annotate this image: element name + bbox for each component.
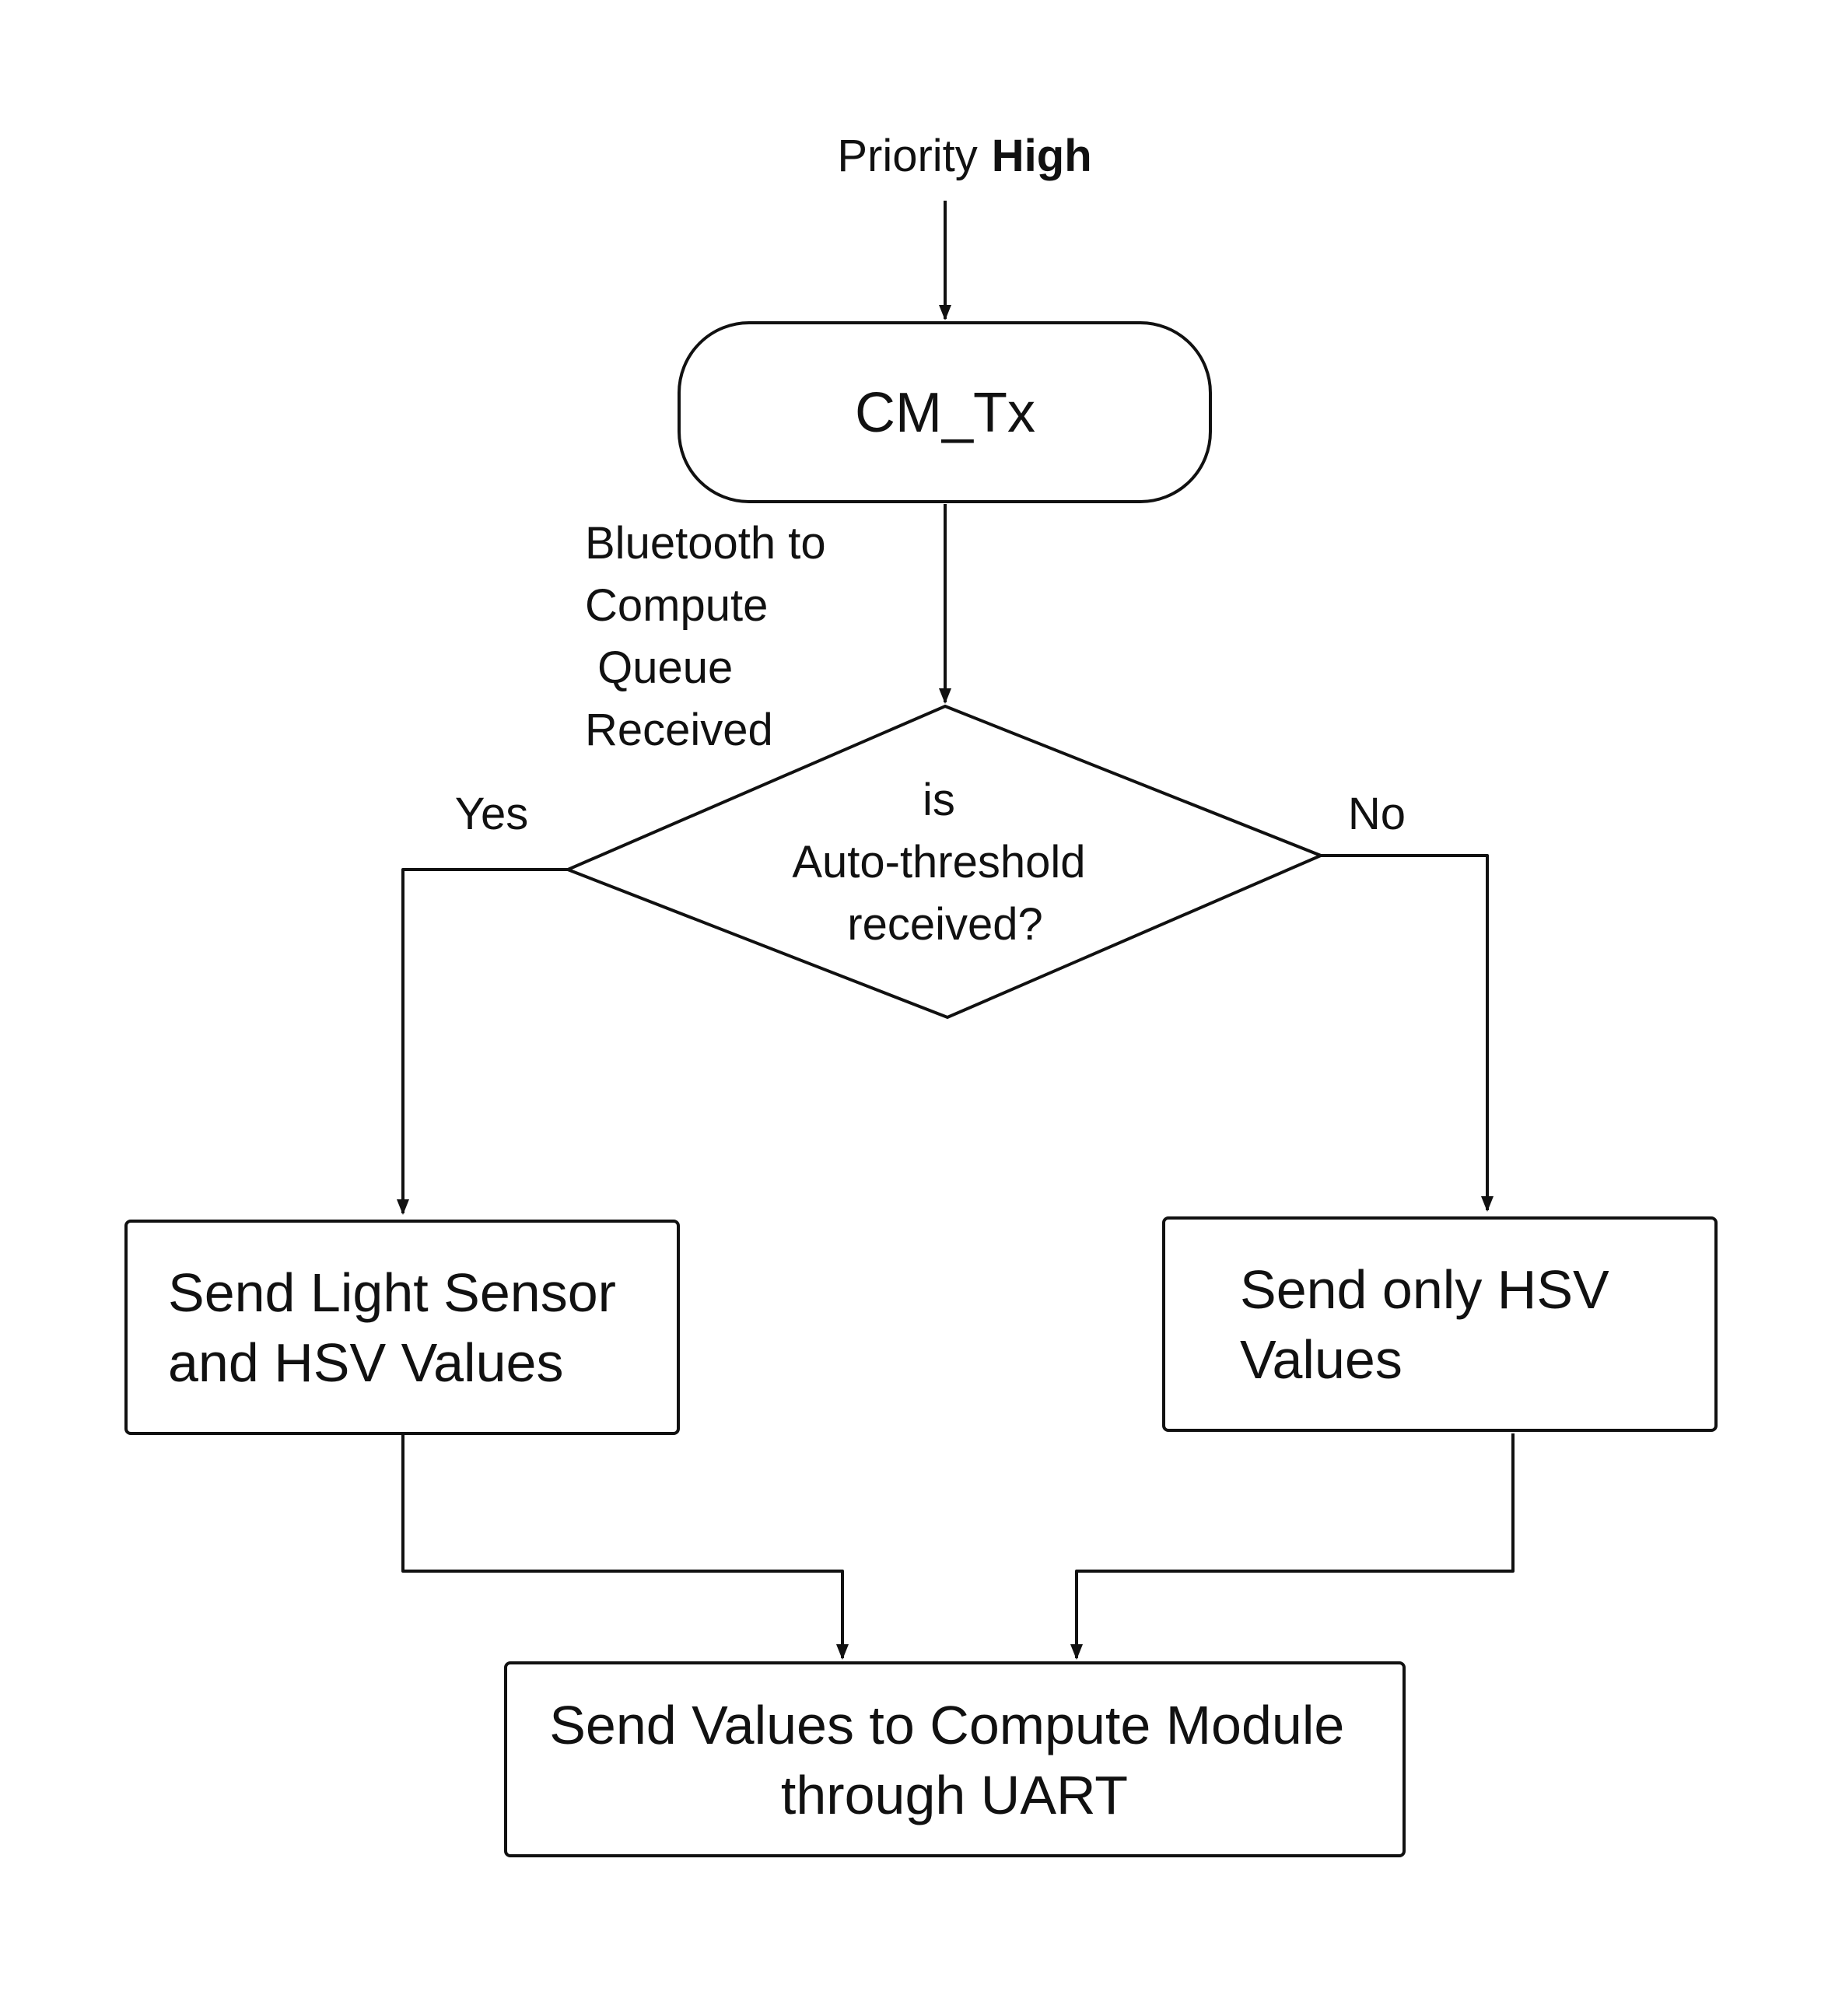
no-action-line: Values (1240, 1329, 1403, 1390)
end-node-label: Send Values to Compute Module through UA… (549, 1695, 1360, 1825)
end-node (504, 1661, 1406, 1857)
start-to-decision-label: Bluetooth to Compute Queue Received (585, 0, 888, 755)
no-action-label: Send only HSV Values (1240, 1259, 1624, 1390)
edge-label-line: Bluetooth to (585, 518, 826, 569)
no-action-node (1162, 1216, 1718, 1432)
decision-line: is (923, 775, 955, 825)
start-node (678, 321, 1212, 503)
priority-title: Priority High (837, 131, 1091, 181)
yes-action-line: Send Light Sensor (168, 1262, 616, 1323)
start-node-label: CM_Tx (855, 382, 1035, 444)
edge-label-line: Queue (585, 642, 733, 693)
priority-label: Priority (837, 131, 977, 181)
yes-branch-connector (397, 868, 568, 1215)
no-branch-label: No (1348, 789, 1406, 839)
no-to-end-connector (1070, 1433, 1515, 1660)
no-branch-connector (1321, 854, 1494, 1212)
yes-action-label: Send Light Sensor and HSV Values (168, 1262, 631, 1393)
end-line: Send Values to Compute Module (549, 1695, 1344, 1755)
end-line: through UART (781, 1765, 1128, 1825)
edge-label-line: Received (585, 705, 773, 755)
priority-level: High (992, 131, 1092, 181)
decision-node-label: is Auto-threshold received? (792, 775, 1098, 950)
decision-node (563, 704, 1325, 1020)
decision-line: Auto-threshold (792, 837, 1085, 887)
yes-branch-label: Yes (455, 789, 529, 839)
yes-action-node (124, 1220, 680, 1435)
edge-label-line: Compute (585, 580, 768, 631)
decision-line: received? (847, 899, 1042, 950)
yes-to-end-connector (401, 1433, 849, 1660)
no-action-line: Send only HSV (1240, 1259, 1609, 1320)
yes-action-line: and HSV Values (168, 1332, 563, 1393)
